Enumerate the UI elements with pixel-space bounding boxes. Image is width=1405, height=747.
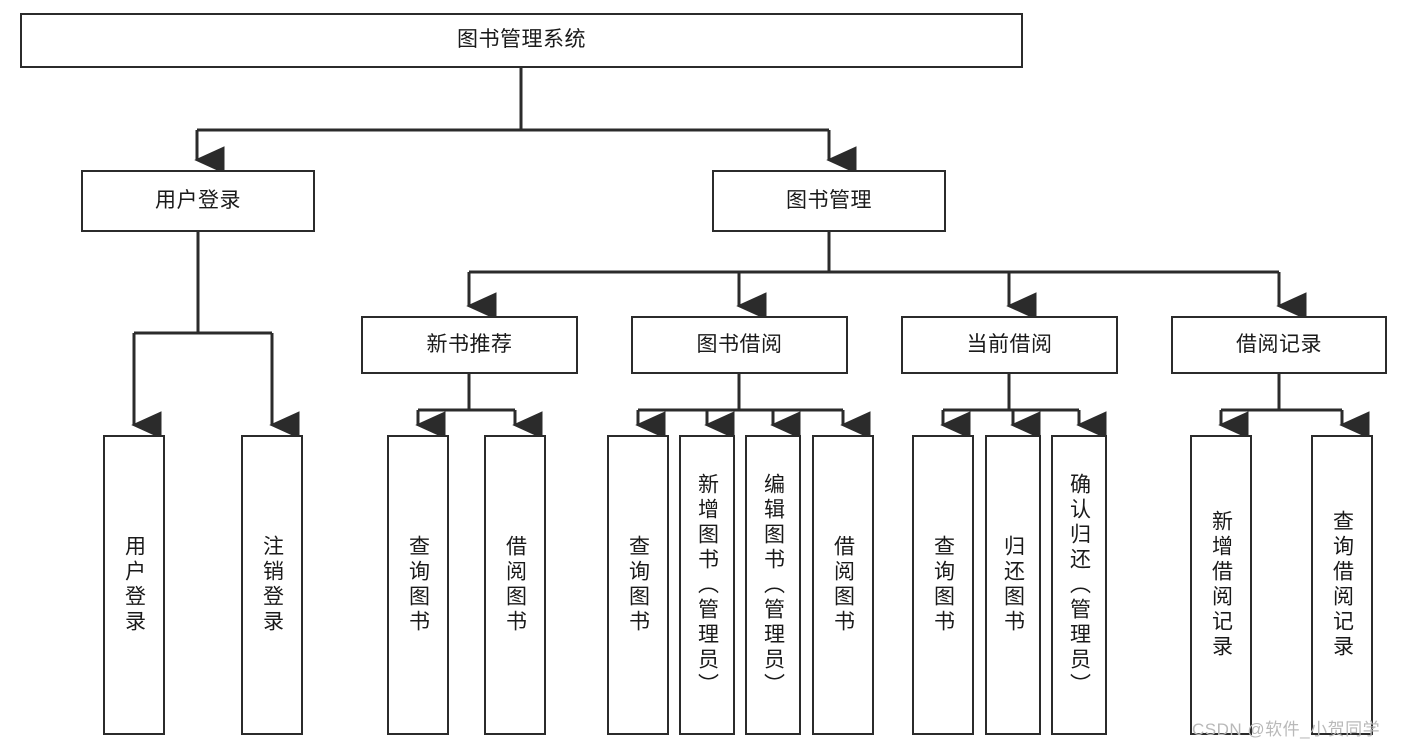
node-label: 新增借阅记录 bbox=[1209, 510, 1233, 660]
node-label: 查询图书 bbox=[931, 535, 955, 635]
node-label: 图书管理系统 bbox=[457, 28, 586, 52]
node-label: 查询图书 bbox=[406, 535, 430, 635]
node-leaf-0: 用户登录 bbox=[103, 435, 165, 735]
node-leaf-9: 归还图书 bbox=[985, 435, 1041, 735]
node-label: 借阅图书 bbox=[831, 535, 855, 635]
node-leaf-8: 查询图书 bbox=[912, 435, 974, 735]
node-root: 图书管理系统 bbox=[20, 13, 1023, 68]
node-leaf-5: 新增图书（管理员） bbox=[679, 435, 735, 735]
node-level3-0: 新书推荐 bbox=[361, 316, 578, 374]
node-leaf-6: 编辑图书（管理员） bbox=[745, 435, 801, 735]
node-label: 新增图书（管理员） bbox=[695, 472, 719, 698]
node-leaf-2: 查询图书 bbox=[387, 435, 449, 735]
node-level3-2: 当前借阅 bbox=[901, 316, 1118, 374]
node-level2-1: 图书管理 bbox=[712, 170, 946, 232]
node-level2-0: 用户登录 bbox=[81, 170, 315, 232]
node-label: 注销登录 bbox=[260, 535, 284, 635]
node-label: 确认归还（管理员） bbox=[1067, 472, 1091, 698]
node-label: 用户登录 bbox=[155, 188, 241, 212]
node-label: 用户登录 bbox=[122, 535, 146, 635]
node-leaf-10: 确认归还（管理员） bbox=[1051, 435, 1107, 735]
node-label: 查询图书 bbox=[626, 535, 650, 635]
node-label: 编辑图书（管理员） bbox=[761, 472, 785, 698]
node-level3-3: 借阅记录 bbox=[1171, 316, 1387, 374]
node-leaf-1: 注销登录 bbox=[241, 435, 303, 735]
node-level3-1: 图书借阅 bbox=[631, 316, 848, 374]
node-label: 借阅图书 bbox=[503, 535, 527, 635]
node-label: 图书借阅 bbox=[696, 332, 783, 356]
node-leaf-7: 借阅图书 bbox=[812, 435, 874, 735]
node-label: 图书管理 bbox=[786, 188, 872, 212]
node-label: 当前借阅 bbox=[966, 332, 1053, 356]
node-leaf-11: 新增借阅记录 bbox=[1190, 435, 1252, 735]
node-label: 归还图书 bbox=[1001, 535, 1025, 635]
node-leaf-12: 查询借阅记录 bbox=[1311, 435, 1373, 735]
node-leaf-3: 借阅图书 bbox=[484, 435, 546, 735]
node-label: 查询借阅记录 bbox=[1330, 510, 1354, 660]
node-label: 新书推荐 bbox=[426, 332, 513, 356]
node-leaf-4: 查询图书 bbox=[607, 435, 669, 735]
node-label: 借阅记录 bbox=[1236, 332, 1322, 356]
